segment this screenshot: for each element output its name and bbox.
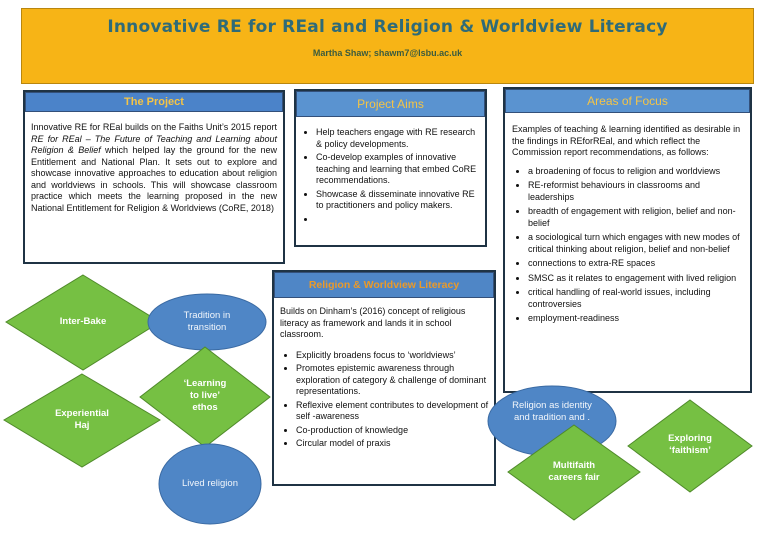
diamond-experiential: [3, 373, 161, 468]
project-panel: The Project Innovative RE for REal build…: [23, 90, 285, 264]
tradition-label: Tradition in transition: [183, 310, 231, 333]
areas-item: a sociological turn which engages with n…: [528, 232, 748, 255]
literacy-item: Circular model of praxis: [296, 438, 492, 450]
literacy-title: Religion & Worldview Literacy: [274, 272, 494, 298]
learning-label: ‘Learning to live’ ethos: [183, 378, 227, 413]
literacy-intro: Builds on Dinham’s (2016) concept of rel…: [280, 306, 466, 339]
areas-item: employment-readiness: [528, 313, 748, 325]
aims-body: Help teachers engage with RE research & …: [300, 127, 482, 227]
literacy-list: Explicitly broadens focus to ‘worldviews…: [280, 350, 492, 450]
lived-label: Lived religion: [182, 478, 238, 489]
areas-item: connections to extra-RE spaces: [528, 258, 748, 270]
project-text: Innovative RE for REal builds on the Fai…: [31, 122, 277, 214]
ellipse-lived: [158, 443, 262, 525]
exploring-label: Exploring ‘faithism’: [668, 433, 712, 456]
literacy-item: Explicitly broadens focus to ‘worldviews…: [296, 350, 492, 362]
project-text-start: Innovative RE for REal builds on the Fai…: [31, 122, 277, 132]
areas-panel: Areas of Focus Examples of teaching & le…: [503, 87, 752, 393]
title-banner: Innovative RE for REal and Religion & Wo…: [21, 8, 754, 84]
diamond-inter-bake: [5, 274, 161, 371]
literacy-panel: Religion & Worldview Literacy Builds on …: [272, 270, 496, 486]
areas-item: SMSC as it relates to engagement with li…: [528, 273, 748, 285]
areas-item: a broadening of focus to religion and wo…: [528, 166, 748, 178]
literacy-item: Promotes epistemic awareness through exp…: [296, 363, 492, 398]
author-line: Martha Shaw; shawm7@lsbu.ac.uk: [312, 48, 463, 58]
areas-item: RE-reformist behaviours in classrooms an…: [528, 180, 748, 203]
areas-list: a broadening of focus to religion and wo…: [512, 166, 748, 325]
literacy-item: Co-production of knowledge: [296, 425, 492, 437]
report-title: RE for REal – The Future of Teaching and…: [31, 133, 277, 156]
aims-item: Showcase & disseminate innovative RE to …: [316, 189, 482, 212]
areas-item: critical handling of real-world issues, …: [528, 287, 748, 310]
areas-body: Examples of teaching & learning identifi…: [512, 124, 748, 328]
aims-panel: Project Aims Help teachers engage with R…: [294, 89, 487, 247]
diamond-multifaith: [507, 424, 641, 521]
literacy-item: Reflexive element contributes to develop…: [296, 400, 492, 423]
project-title: The Project: [25, 92, 283, 112]
areas-item: breadth of engagement with religion, bel…: [528, 206, 748, 229]
multifaith-label: Multifaith careers fair: [548, 460, 600, 483]
areas-intro: Examples of teaching & learning identifi…: [512, 124, 741, 157]
identity-label: Religion as identity and tradition and .: [512, 400, 592, 423]
diamond-exploring: [627, 399, 753, 493]
areas-title: Areas of Focus: [505, 89, 750, 113]
experiential-label: Experiential Haj: [55, 408, 109, 431]
aims-title: Project Aims: [296, 91, 485, 117]
aims-list: Help teachers engage with RE research & …: [300, 127, 482, 225]
poster-title: Innovative RE for REal and Religion & Wo…: [107, 17, 668, 37]
aims-item: Help teachers engage with RE research & …: [316, 127, 482, 150]
literacy-body: Builds on Dinham’s (2016) concept of rel…: [280, 306, 492, 452]
inter-bake-label: Inter-Bake: [59, 316, 107, 327]
aims-item: Co-develop examples of innovative teachi…: [316, 152, 482, 187]
project-text-end: which helped lay the ground for the new …: [31, 145, 277, 213]
